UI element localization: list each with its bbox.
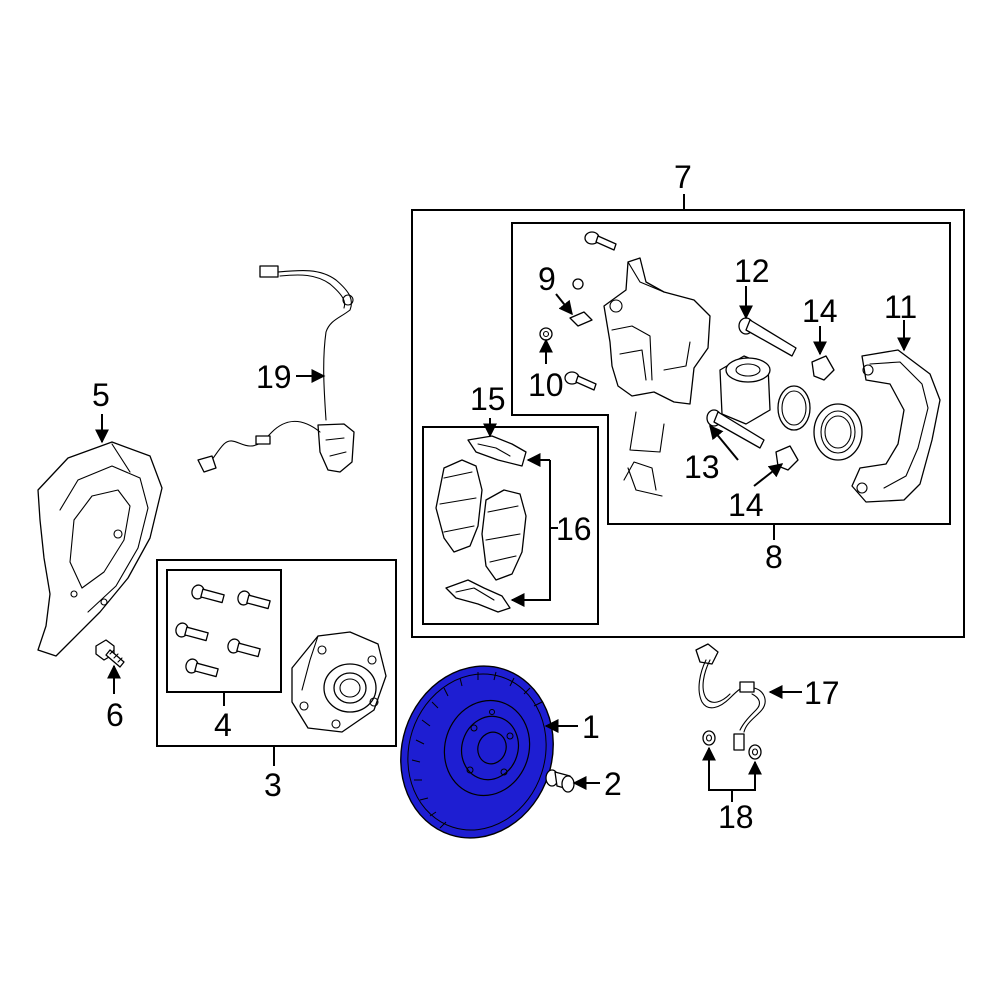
washers-part bbox=[702, 730, 762, 760]
bleeder-screw-part bbox=[569, 278, 593, 327]
caliper-bolt-top bbox=[584, 231, 617, 251]
callout-17: 17 bbox=[804, 675, 840, 711]
abs-sensor-wire-part bbox=[197, 265, 355, 473]
caliper-bracket-part bbox=[851, 349, 941, 503]
splash-shield-part bbox=[37, 441, 163, 657]
callout-7: 7 bbox=[674, 159, 692, 195]
pin-boot-upper-part bbox=[811, 355, 835, 381]
brake-hose-part bbox=[695, 643, 766, 751]
callout-16: 16 bbox=[556, 511, 592, 547]
leader-lines bbox=[95, 194, 911, 802]
piston-part bbox=[719, 355, 771, 425]
rotor-screw-part bbox=[545, 769, 575, 793]
callout-18: 18 bbox=[718, 799, 754, 835]
brake-pads-part bbox=[435, 459, 527, 581]
callout-9: 9 bbox=[538, 261, 556, 297]
hub-studs-part bbox=[175, 584, 271, 678]
callout-14b: 14 bbox=[728, 487, 764, 523]
guide-pin-upper-part bbox=[738, 317, 797, 357]
pad-clips-part bbox=[445, 435, 527, 613]
callout-19: 19 bbox=[256, 359, 292, 395]
caliper-bolt-bottom bbox=[564, 371, 597, 391]
caliper-part bbox=[603, 257, 711, 405]
callout-8: 8 bbox=[765, 539, 783, 575]
callout-15: 15 bbox=[470, 381, 506, 417]
bolt-part-6 bbox=[95, 639, 125, 668]
brake-rotor-part bbox=[400, 665, 554, 839]
callout-4: 4 bbox=[214, 707, 232, 743]
callout-5: 5 bbox=[92, 377, 110, 413]
callout-6: 6 bbox=[106, 697, 124, 733]
frame-group-7 bbox=[411, 209, 965, 638]
callout-12: 12 bbox=[734, 253, 770, 289]
callout-10: 10 bbox=[528, 367, 564, 403]
callout-3: 3 bbox=[264, 767, 282, 803]
hub-bearing-part bbox=[291, 631, 387, 733]
callout-13: 13 bbox=[684, 449, 720, 485]
anti-rattle-springs-part bbox=[623, 411, 665, 497]
guide-pin-lower-part bbox=[706, 409, 765, 449]
dust-boot-part bbox=[813, 403, 863, 461]
bleeder-cap-part bbox=[539, 327, 553, 341]
callout-14a: 14 bbox=[802, 293, 838, 329]
callout-2: 2 bbox=[604, 766, 622, 802]
callout-11: 11 bbox=[884, 289, 917, 325]
callout-1: 1 bbox=[582, 709, 600, 745]
seal-ring-part bbox=[777, 385, 811, 431]
